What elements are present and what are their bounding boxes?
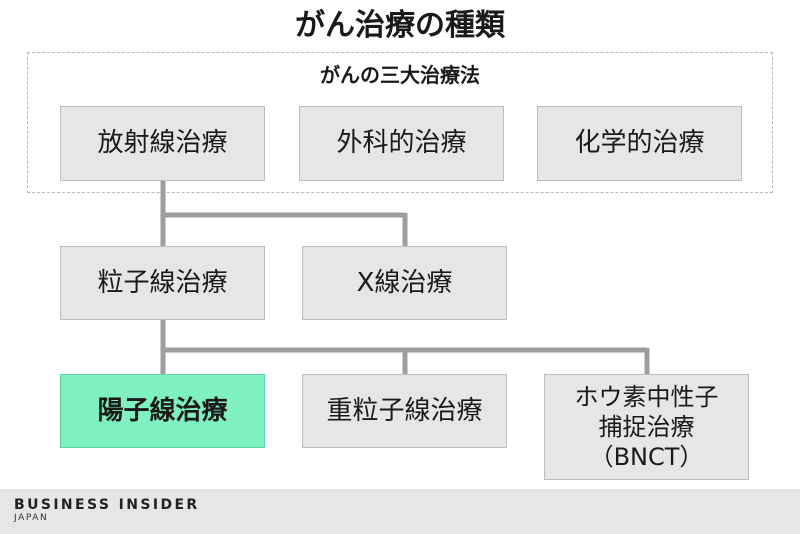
node-particle-beam-therapy: 粒子線治療 [60, 246, 265, 320]
node-xray-therapy: X線治療 [302, 246, 507, 320]
node-proton-therapy: 陽子線治療 [60, 374, 265, 448]
node-chemical-therapy: 化学的治療 [537, 106, 742, 181]
brand-logo: BUSINESS INSIDER [14, 497, 200, 513]
major-treatments-group [27, 52, 773, 193]
node-surgical-therapy: 外科的治療 [299, 106, 504, 181]
node-radiation-therapy: 放射線治療 [60, 106, 265, 181]
node-heavy-ion-therapy: 重粒子線治療 [302, 374, 507, 448]
node-bnct-therapy: ホウ素中性子 捕捉治療 （BNCT） [544, 374, 749, 480]
brand-edition: JAPAN [14, 513, 49, 523]
group-label: がんの三大治療法 [320, 63, 480, 87]
diagram-title: がん治療の種類 [295, 8, 505, 43]
footer-bar [0, 489, 800, 534]
